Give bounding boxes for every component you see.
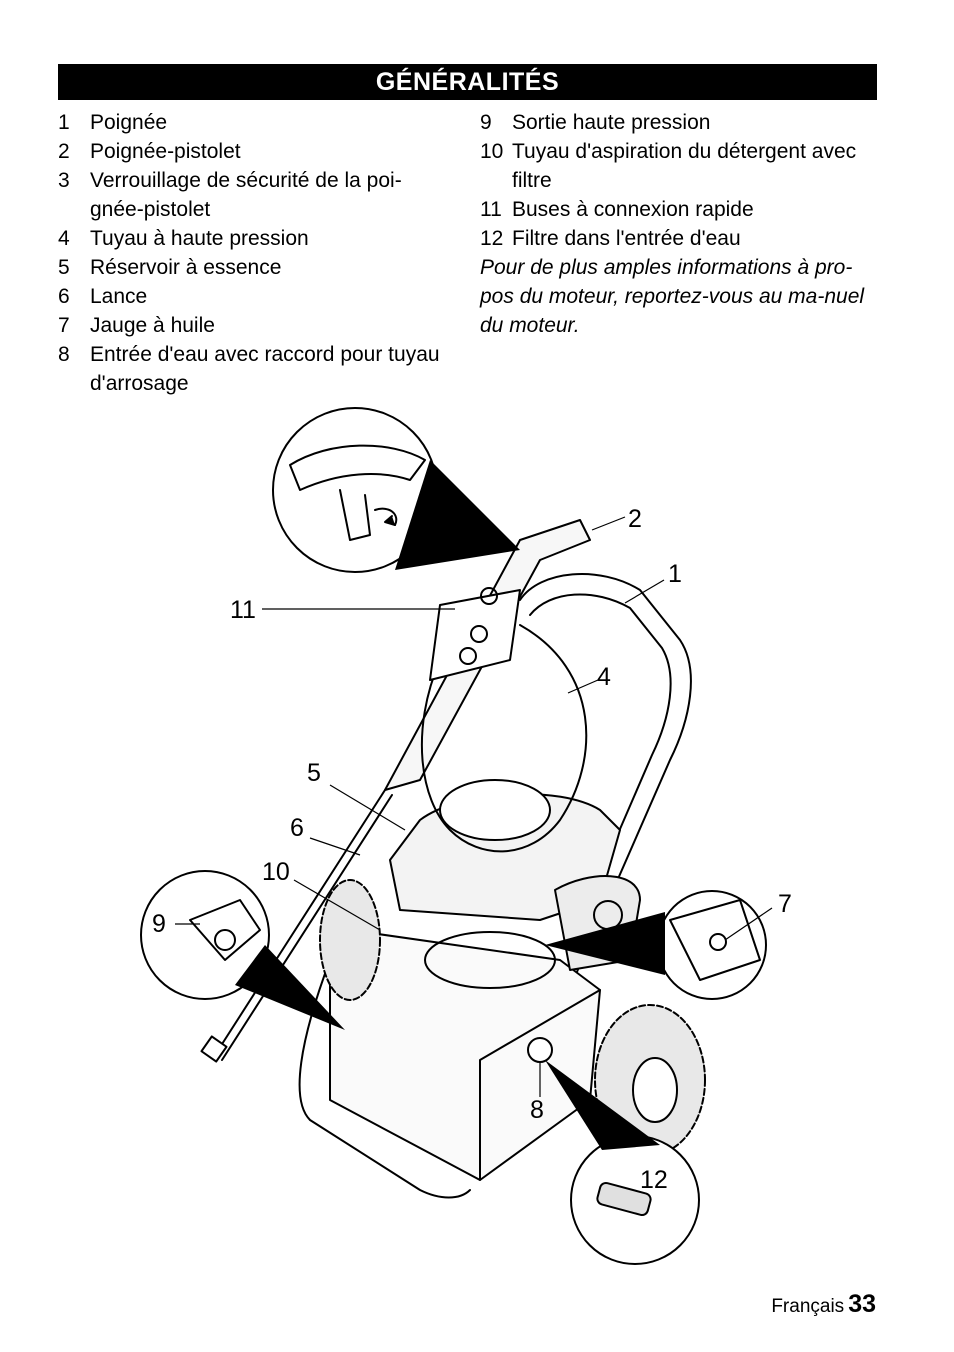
callout-6: 6	[290, 814, 304, 842]
legend-text: Filtre dans l'entrée d'eau	[512, 227, 741, 250]
legend-number: 7	[58, 314, 70, 337]
legend-text: Verrouillage de sécurité de la poi-gnée-…	[90, 169, 402, 221]
high-pressure-hose	[420, 624, 588, 853]
legend-text: Tuyau d'aspiration du détergent avec fil…	[512, 140, 857, 192]
legend-number: 4	[58, 227, 70, 250]
detail-circle-outlet	[140, 870, 270, 1000]
legend-right-column: 9 Sortie haute pression 10 Tuyau d'aspirat…	[480, 108, 880, 340]
page-number: 33	[848, 1290, 876, 1318]
callout-5: 5	[307, 759, 321, 787]
legend-number: 2	[58, 140, 70, 163]
legend-item: 1 Poignée	[58, 108, 443, 137]
legend-item: 10 Tuyau d'aspiration du détergent avec f…	[480, 137, 880, 195]
legend-number: 8	[58, 343, 70, 366]
pressure-washer-illustration: 1 2 3 4 5 6 7 8 9 10 11 12	[140, 407, 792, 1265]
frame-handle-inner	[529, 593, 672, 911]
legend-number: 11	[480, 198, 502, 221]
legend-text: Poignée	[90, 111, 168, 134]
callout-11: 11	[230, 596, 256, 624]
legend-number: 9	[480, 111, 492, 134]
legend-number: 10	[480, 140, 504, 163]
legend-item: 6 Lance	[58, 282, 443, 311]
callout-2: 2	[628, 505, 642, 533]
callout-4: 4	[597, 663, 611, 691]
zoom-wedge-dipstick	[545, 912, 665, 975]
footer-language: Français	[771, 1296, 845, 1317]
callout-3: 3	[412, 505, 426, 533]
legend-text: Entrée d'eau avec raccord pour tuyau d'a…	[90, 343, 440, 395]
washer-body-side	[479, 989, 601, 1181]
legend-text: Poignée-pistolet	[90, 140, 241, 163]
callout-9: 9	[152, 910, 166, 938]
callout-1: 1	[668, 560, 682, 588]
callout-8: 8	[530, 1096, 544, 1124]
legend-item: 7 Jauge à huile	[58, 311, 443, 340]
callout-10: 10	[262, 858, 290, 886]
legend-number: 5	[58, 256, 70, 279]
section-title: GÉNÉRALITÉS	[58, 64, 877, 100]
legend-item: 9 Sortie haute pression	[480, 108, 880, 137]
legend-text: Lance	[90, 285, 148, 308]
callout-7: 7	[778, 890, 792, 918]
left-wheel	[319, 879, 381, 1001]
legend-number: 6	[58, 285, 70, 308]
engine-note: Pour de plus amples informations à pro-p…	[480, 256, 865, 337]
legend-item: 8 Entrée d'eau avec raccord pour tuyau d'…	[58, 340, 443, 398]
legend-item: 3 Verrouillage de sécurité de la poi-gnée…	[58, 166, 443, 224]
lance	[214, 789, 393, 1061]
legend-item: 4 Tuyau à haute pression	[58, 224, 443, 253]
legend-number: 3	[58, 169, 70, 192]
legend-item: 5 Réservoir à essence	[58, 253, 443, 282]
zoom-wedge-filter	[545, 1060, 660, 1150]
legend-number: 1	[58, 111, 70, 134]
legend-text: Tuyau à haute pression	[90, 227, 309, 250]
legend-item: 2 Poignée-pistolet	[58, 137, 443, 166]
nozzle-holder	[429, 589, 521, 681]
fuel-tank-cap	[439, 779, 551, 841]
legend-text: Sortie haute pression	[512, 111, 711, 134]
callout-12: 12	[640, 1166, 668, 1194]
zoom-wedge-outlet	[235, 945, 345, 1030]
engine-base	[424, 931, 556, 989]
legend-item: 11 Buses à connexion rapide	[480, 195, 880, 224]
legend-text: Buses à connexion rapide	[512, 198, 754, 221]
legend-text: Réservoir à essence	[90, 256, 282, 279]
legend-number: 12	[480, 227, 504, 250]
legend-text: Jauge à huile	[90, 314, 215, 337]
legend-item: 12 Filtre dans l'entrée d'eau	[480, 224, 880, 253]
legend-left-column: 1 Poignée 2 Poignée-pistolet 3 Verrouillage…	[58, 108, 443, 398]
zoom-wedge-gun	[395, 460, 520, 570]
water-inlet	[527, 1037, 553, 1063]
